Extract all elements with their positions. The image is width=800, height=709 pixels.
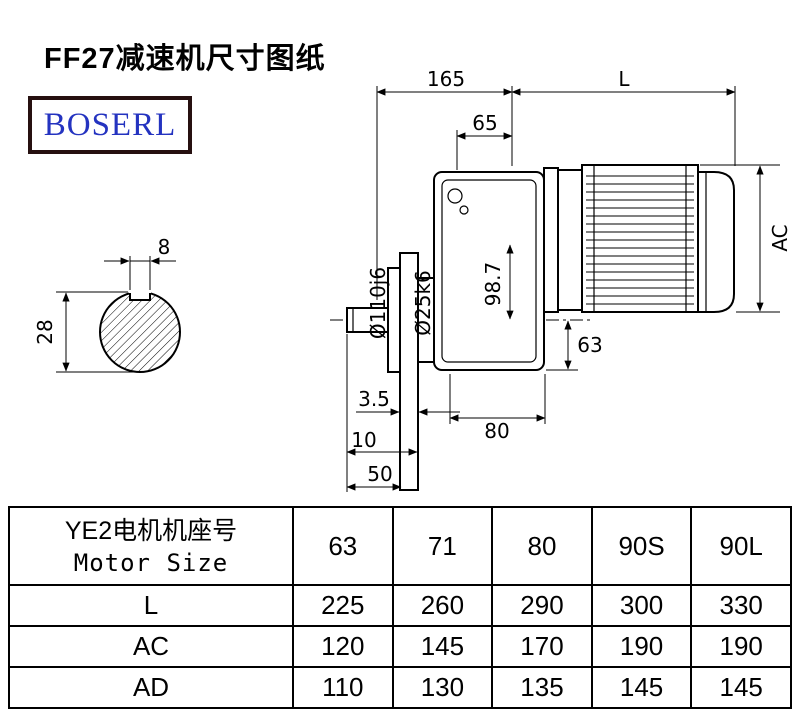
- dim-shaft-length: 50: [346, 462, 402, 491]
- table-cell: 145: [690, 666, 792, 709]
- table-cell: 170: [491, 625, 593, 668]
- table-cell: 135: [491, 666, 593, 709]
- row-label-AD: AD: [8, 666, 294, 709]
- dim-shaft-step: 10: [346, 334, 418, 492]
- table-cell: 145: [391, 625, 494, 668]
- motor-size-80: 80: [491, 506, 593, 586]
- dim-label-165: 165: [427, 67, 465, 91]
- motor-size-label-cn: YE2电机机座号: [64, 517, 238, 546]
- motor-size-header-cell: YE2电机机座号 Motor Size: [8, 506, 294, 586]
- page-title: FF27减速机尺寸图纸: [44, 43, 326, 76]
- row-label-L: L: [8, 584, 294, 627]
- dim-key-width: 8: [104, 235, 176, 290]
- table-row-AC: AC 120 145 170 190 190: [8, 625, 792, 668]
- table-cell: 225: [292, 584, 394, 627]
- dim-flange-thickness: 3.5: [356, 387, 460, 416]
- dim-label-key-width: 8: [158, 235, 171, 259]
- dim-adapter-width: 65: [456, 111, 513, 170]
- shaft-section-circle: [99, 291, 181, 373]
- gear-housing-inner: [441, 179, 537, 363]
- dim-housing-width: 80: [449, 374, 546, 443]
- motor-adapter: [543, 167, 559, 313]
- motor-size-label-en: Motor Size: [73, 548, 229, 577]
- table-cell: 190: [690, 625, 792, 668]
- dim-label-L: L: [618, 67, 630, 91]
- motor-fan-cover: [697, 171, 735, 313]
- output-flange: [399, 252, 419, 491]
- table-row-L: L 225 260 290 300 330: [8, 584, 792, 627]
- brand-logo: BOSERL: [28, 96, 192, 154]
- dim-below-center: 63: [546, 320, 603, 371]
- housing-bolt-hole-small: [459, 205, 469, 215]
- brand-logo-text: BOSERL: [43, 106, 177, 143]
- dimension-table: YE2电机机座号 Motor Size 63 71 80 90S 90L L 2…: [8, 506, 792, 709]
- dim-motor-length: L: [511, 67, 736, 166]
- dim-flange-to-motor: 165: [376, 67, 513, 300]
- motor-front-bell: [557, 169, 583, 311]
- keyway-notch: [129, 293, 151, 301]
- table-cell: 190: [590, 625, 693, 668]
- table-row-AD: AD 110 130 135 145 145: [8, 666, 792, 709]
- housing-bolt-hole: [447, 188, 463, 204]
- dim-label-3-5: 3.5: [358, 387, 390, 411]
- dim-center-height: 98.7: [481, 244, 514, 320]
- table-cell: 120: [292, 625, 394, 668]
- dim-motor-height: AC: [700, 164, 792, 313]
- motor-size-90L: 90L: [690, 506, 792, 586]
- dim-section-height: 28: [33, 291, 138, 373]
- row-label-AC: AC: [8, 625, 294, 668]
- table-cell: 110: [292, 666, 394, 709]
- table-cell: 330: [690, 584, 792, 627]
- table-cell: 290: [491, 584, 593, 627]
- motor-size-90S: 90S: [590, 506, 693, 586]
- table-cell: 145: [590, 666, 693, 709]
- motor-size-71: 71: [391, 506, 494, 586]
- motor-cooling-fins: [586, 169, 694, 308]
- table-header-row: YE2电机机座号 Motor Size 63 71 80 90S 90L: [8, 506, 792, 586]
- dim-label-65: 65: [472, 111, 497, 135]
- dim-label-10: 10: [351, 428, 376, 452]
- dim-label-63: 63: [577, 333, 602, 357]
- shaft-cross-section-view: [99, 284, 181, 373]
- dimension-drawing: 8 28 165 L: [33, 67, 792, 492]
- table-cell: 130: [391, 666, 494, 709]
- table-cell: 300: [590, 584, 693, 627]
- table-cell: 260: [391, 584, 494, 627]
- motor-size-63: 63: [292, 506, 394, 586]
- dim-label-98-7: 98.7: [481, 262, 505, 307]
- dim-label-spigot-dia: Ø110j6: [366, 267, 390, 339]
- dim-label-section-height: 28: [33, 319, 57, 344]
- dim-label-AC: AC: [768, 224, 792, 251]
- dim-label-80: 80: [484, 419, 509, 443]
- side-view: [330, 164, 735, 491]
- dim-label-50: 50: [367, 462, 392, 486]
- dim-label-shaft-dia: Ø25k6: [411, 270, 435, 336]
